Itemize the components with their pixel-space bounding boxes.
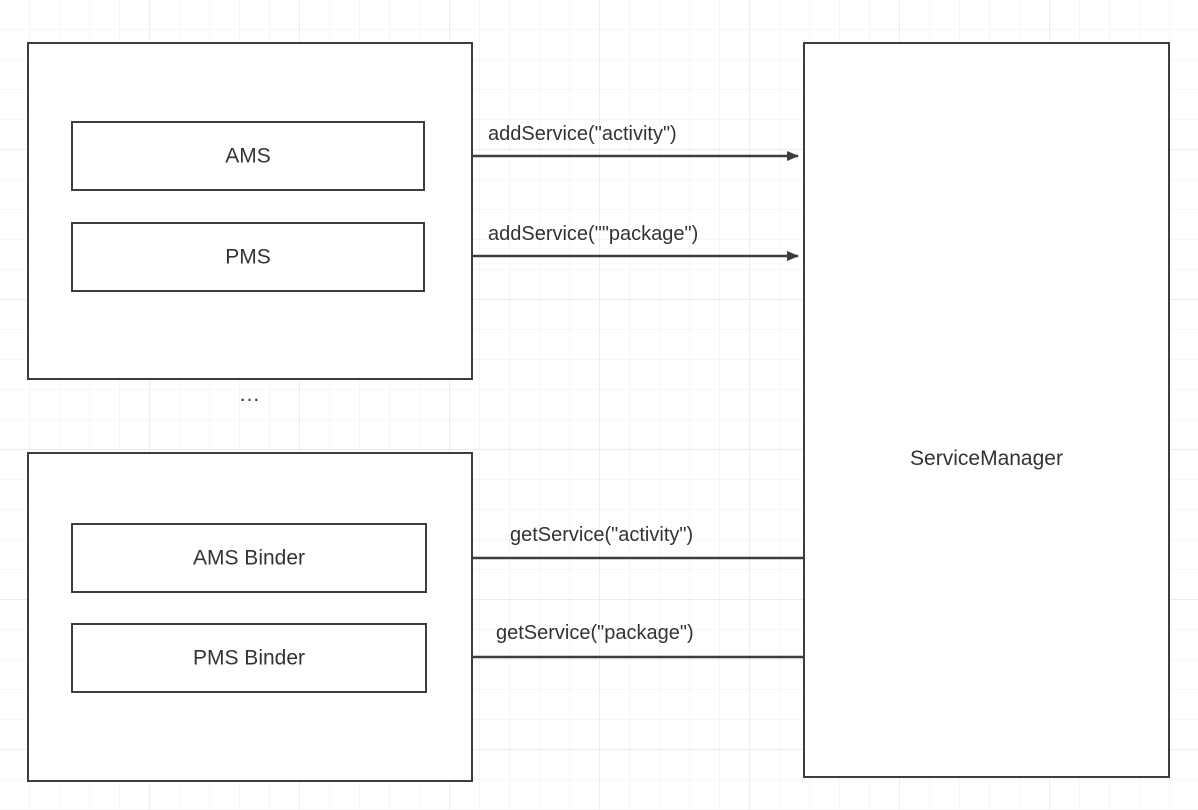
pms-label: PMS <box>225 245 271 269</box>
ams-binder-label: AMS Binder <box>192 546 306 570</box>
edge-label-get-service-package: getService("package") <box>496 622 694 644</box>
node-system-server[interactable]: SystemServer ... <box>27 42 473 405</box>
node-pms[interactable]: PMS <box>71 222 425 292</box>
pms-binder-label: PMS Binder <box>192 646 306 670</box>
node-activity[interactable]: Activity ... <box>27 452 473 782</box>
node-ams-binder[interactable]: AMS Binder <box>71 523 427 593</box>
edge-label-add-service-activity: addService("activity") <box>488 123 677 145</box>
system-server-ellipsis: ... <box>239 383 261 406</box>
edge-label-get-service-activity: getService("activity") <box>510 524 694 546</box>
ams-label: AMS <box>225 144 271 168</box>
node-ams[interactable]: AMS <box>71 121 425 191</box>
node-pms-binder[interactable]: PMS Binder <box>71 623 427 693</box>
service-manager-title: ServiceManager <box>910 447 1063 470</box>
node-service-manager[interactable]: ServiceManager <box>803 42 1170 778</box>
edge-label-add-service-package: addService(""package") <box>488 223 699 245</box>
